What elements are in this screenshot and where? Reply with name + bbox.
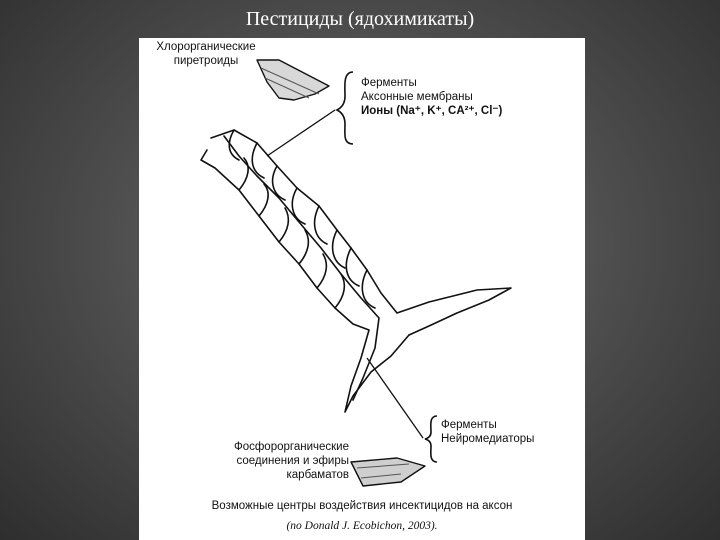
synapse-target-item: Нейромедиаторы	[441, 432, 534, 446]
figure-panel: Хлорорганические пиретроиды Ферменты Акс…	[139, 38, 585, 540]
figure-caption: Возможные центры воздействия инсектицидо…	[139, 500, 585, 512]
myelin-segment	[335, 274, 344, 308]
myelin-segment	[273, 166, 285, 200]
myelin-segment	[317, 254, 326, 288]
organophosphate-label-line: Фосфорорганические	[179, 440, 349, 454]
figure-source: (по Donald J. Ecobichon, 2003).	[139, 520, 585, 532]
synapse-target-item: Ферменты	[441, 418, 534, 432]
synapse-targets-list: Ферменты Нейромедиаторы	[441, 418, 534, 446]
axon-target-item: Ферменты	[361, 76, 502, 90]
brace-synapse-targets	[425, 416, 437, 462]
slide-title: Пестициды (ядохимикаты)	[0, 8, 720, 31]
myelin-segment	[333, 230, 345, 268]
pointer-axon	[267, 110, 335, 156]
organophosphate-label: Фосфорорганические соединения и эфиры ка…	[179, 440, 349, 482]
myelin-segment	[299, 230, 308, 264]
organochlorine-label-line: пиретроиды	[141, 54, 271, 68]
axon-target-item: Аксонные мембраны	[361, 90, 502, 104]
organochlorine-label-line: Хлорорганические	[141, 40, 271, 54]
brace-axon-targets	[337, 72, 353, 144]
organophosphate-label-line: карбаматов	[179, 468, 349, 482]
pointer-synapse	[367, 358, 423, 438]
myelin-segment	[279, 208, 288, 242]
axon-targets-list: Ферменты Аксонные мембраны Ионы (Na⁺, K⁺…	[361, 76, 502, 118]
myelin-segment	[315, 206, 327, 244]
organochlorine-label: Хлорорганические пиретроиды	[141, 40, 271, 68]
myelin-segment	[239, 158, 248, 190]
arrow-organophosphate	[351, 458, 425, 486]
organophosphate-label-line: соединения и эфиры	[179, 454, 349, 468]
myelin-segment	[259, 184, 268, 216]
axon-target-item: Ионы (Na⁺, K⁺, CA²⁺, Cl⁻)	[361, 104, 502, 118]
myelin-segment	[346, 248, 359, 286]
axon-outline-top	[211, 130, 511, 335]
